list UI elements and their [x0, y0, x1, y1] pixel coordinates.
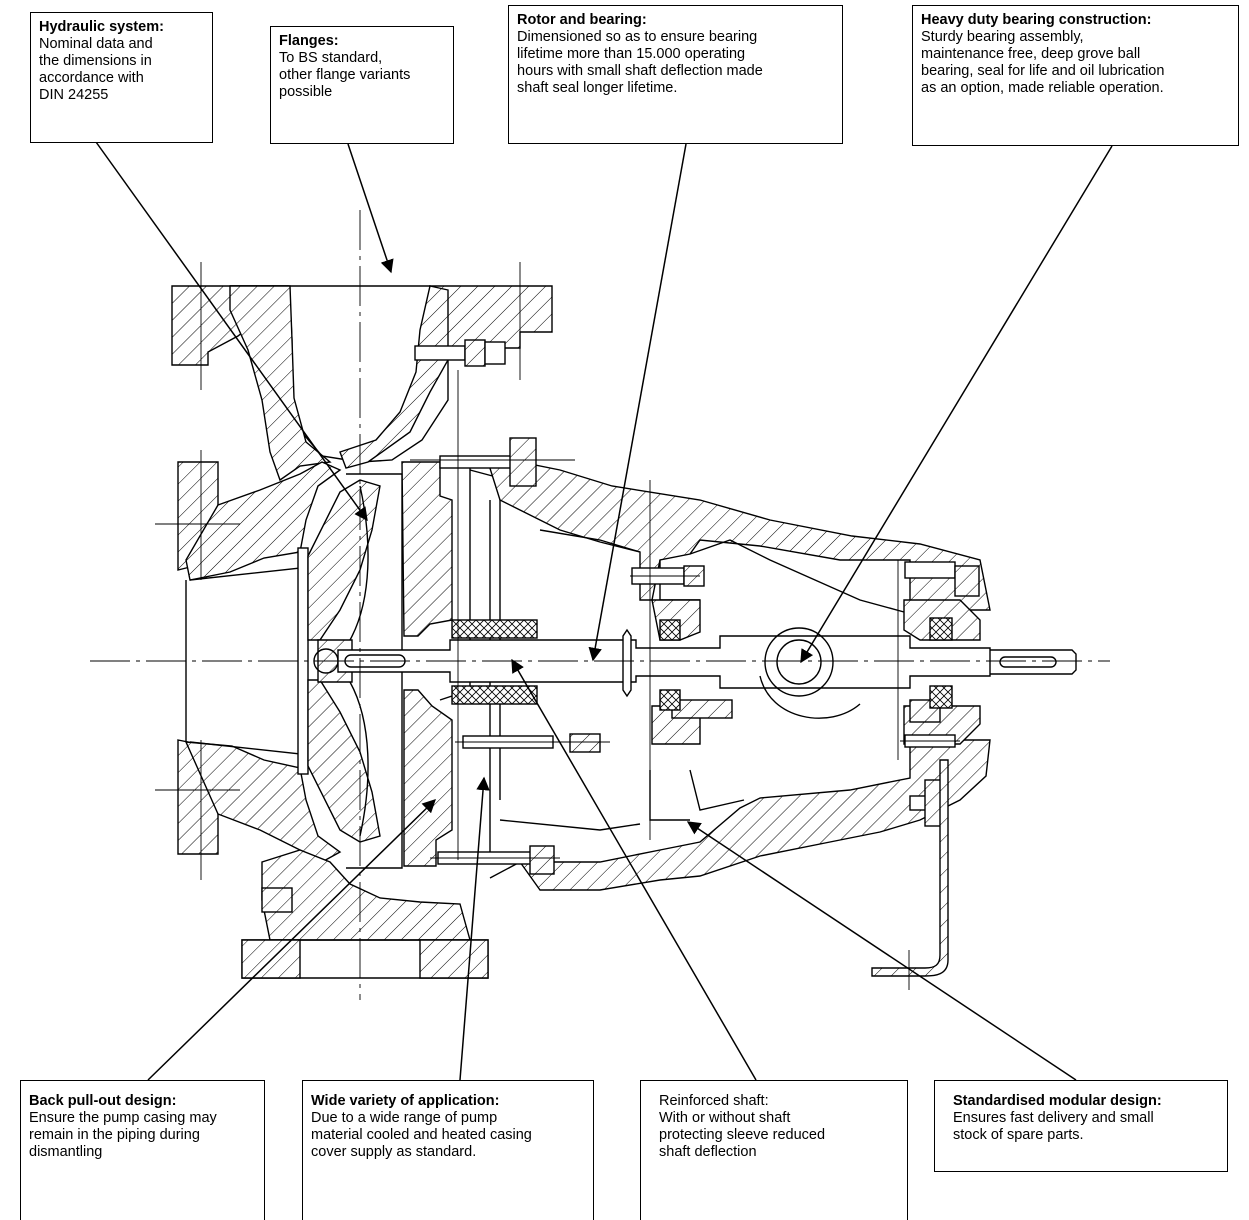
- callout-flanges: Flanges: To BS standard, other flange va…: [270, 26, 454, 144]
- foot-support: [871, 759, 949, 977]
- callout-hydraulic-system: Hydraulic system: Nominal data and the d…: [30, 12, 213, 143]
- callout-title: Wide variety of application:: [311, 1093, 500, 1109]
- callout-body: To BS standard, other flange variants po…: [279, 50, 411, 100]
- callout-body: Sturdy bearing assembly, maintenance fre…: [921, 29, 1165, 96]
- leader-modular: [686, 821, 1077, 1081]
- callout-rotor-and-bearing: Rotor and bearing: Dimensioned so as to …: [508, 5, 843, 144]
- leader-rotor: [588, 143, 687, 662]
- shaft-seal: [451, 617, 953, 711]
- callout-title: Back pull-out design:: [29, 1093, 177, 1109]
- callout-body: Ensure the pump casing may remain in the…: [29, 1110, 217, 1160]
- leader-back-pullout: [147, 799, 436, 1081]
- leader-hydraulic: [95, 141, 368, 522]
- callout-body: Due to a wide range of pump material coo…: [311, 1110, 532, 1160]
- callout-body: Dimensioned so as to ensure bearing life…: [517, 29, 763, 96]
- callout-title: Reinforced shaft:: [659, 1093, 769, 1109]
- callout-title: Rotor and bearing:: [517, 12, 647, 28]
- leader-lines: [95, 141, 1113, 1081]
- leader-reinforced-shaft: [511, 658, 757, 1081]
- callout-body: Ensures fast delivery and small stock of…: [953, 1110, 1154, 1143]
- callout-reinforced-shaft: Reinforced shaft: With or without shaft …: [640, 1080, 908, 1220]
- leader-heavy-duty: [800, 145, 1113, 664]
- callout-title: Flanges:: [279, 33, 339, 49]
- callout-title: Hydraulic system:: [39, 19, 164, 35]
- callout-back-pull-out: Back pull-out design: Ensure the pump ca…: [20, 1080, 265, 1220]
- callout-body: Nominal data and the dimensions in accor…: [39, 36, 153, 103]
- callout-standardised-modular: Standardised modular design: Ensures fas…: [934, 1080, 1228, 1172]
- callout-title: Standardised modular design:: [953, 1093, 1162, 1109]
- callout-body: With or without shaft protecting sleeve …: [659, 1110, 826, 1160]
- callout-wide-variety: Wide variety of application: Due to a wi…: [302, 1080, 594, 1220]
- callout-title: Heavy duty bearing construction:: [921, 12, 1152, 28]
- leader-wide-variety: [459, 776, 490, 1081]
- callout-heavy-duty-bearing: Heavy duty bearing construction: Sturdy …: [912, 5, 1239, 146]
- leader-flanges: [347, 143, 394, 274]
